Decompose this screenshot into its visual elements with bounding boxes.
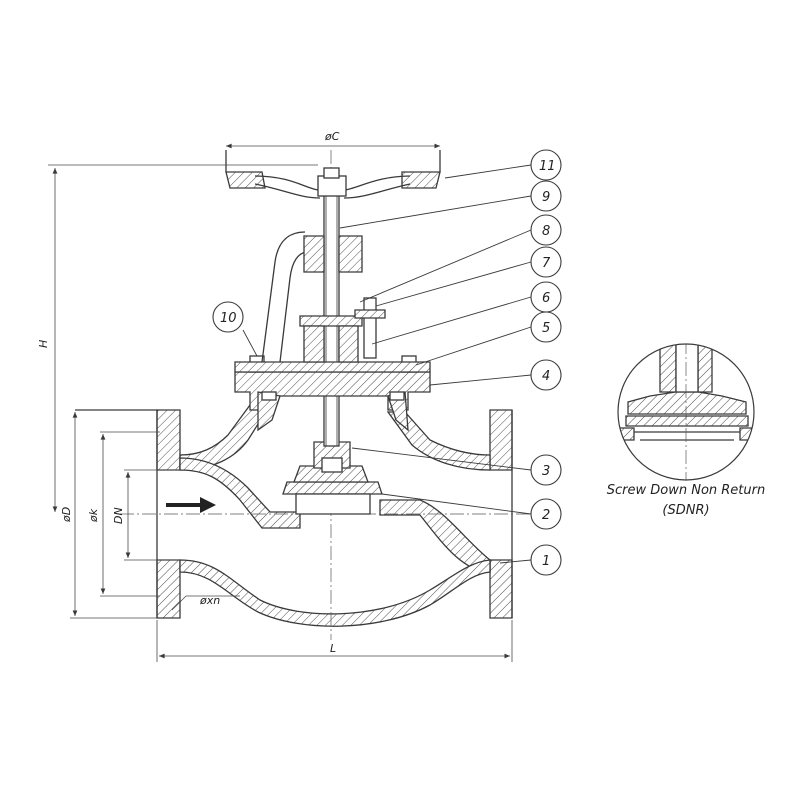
dim-label-k: øk [87, 508, 100, 523]
svg-text:8: 8 [542, 224, 550, 239]
part-balloon-7: 7 [530, 246, 562, 278]
part-balloon-10: 10 [212, 301, 244, 333]
svg-text:10: 10 [220, 311, 237, 326]
dimension-lines [48, 143, 513, 662]
part-balloon-6: 6 [530, 281, 562, 313]
dim-label-l: L [330, 642, 336, 655]
part-balloon-8: 8 [530, 214, 562, 246]
svg-text:4: 4 [542, 369, 550, 384]
bonnet [234, 371, 431, 432]
body-belly [179, 559, 491, 627]
left-flange-lower [156, 559, 181, 619]
dim-label-xn: øxn [199, 594, 220, 607]
handwheel [225, 150, 441, 199]
part-leaders [242, 164, 532, 564]
part-balloon-3: 3 [530, 454, 562, 486]
svg-text:5: 5 [542, 321, 550, 336]
seat-partition-right [379, 499, 491, 573]
svg-text:7: 7 [542, 256, 551, 271]
body-wall-upper-right [386, 411, 491, 471]
dim-label-dn: DN [112, 507, 125, 524]
detail-caption-subtitle: (SDNR) [662, 503, 709, 518]
part-balloon-11: 11 [530, 149, 562, 181]
seat-partition [179, 457, 301, 529]
svg-text:1: 1 [542, 554, 550, 569]
part-balloon-2: 2 [530, 498, 562, 530]
valve-body [75, 404, 513, 627]
disc-nut [313, 441, 351, 473]
right-flange [489, 409, 513, 471]
left-flange [156, 409, 181, 471]
gland-packing [299, 297, 386, 363]
svg-text:9: 9 [542, 190, 550, 205]
part-balloon-4: 4 [530, 359, 562, 391]
dim-label-c: øC [324, 130, 340, 143]
svg-text:2: 2 [542, 508, 550, 523]
dim-label-d: øD [60, 507, 73, 523]
sdnr-detail-view [617, 343, 755, 481]
svg-text:3: 3 [542, 464, 550, 479]
detail-caption-title: Screw Down Non Return [607, 483, 765, 498]
flow-direction-arrow [166, 497, 216, 513]
yoke-nut [303, 235, 363, 273]
valve-disc [282, 465, 383, 515]
dim-label-h: H [37, 340, 50, 348]
part-balloon-9: 9 [530, 180, 562, 212]
part-balloon-1: 1 [530, 544, 562, 576]
part-balloon-5: 5 [530, 311, 562, 343]
svg-text:11: 11 [539, 159, 556, 174]
right-flange-lower [489, 559, 513, 619]
svg-text:6: 6 [542, 291, 550, 306]
